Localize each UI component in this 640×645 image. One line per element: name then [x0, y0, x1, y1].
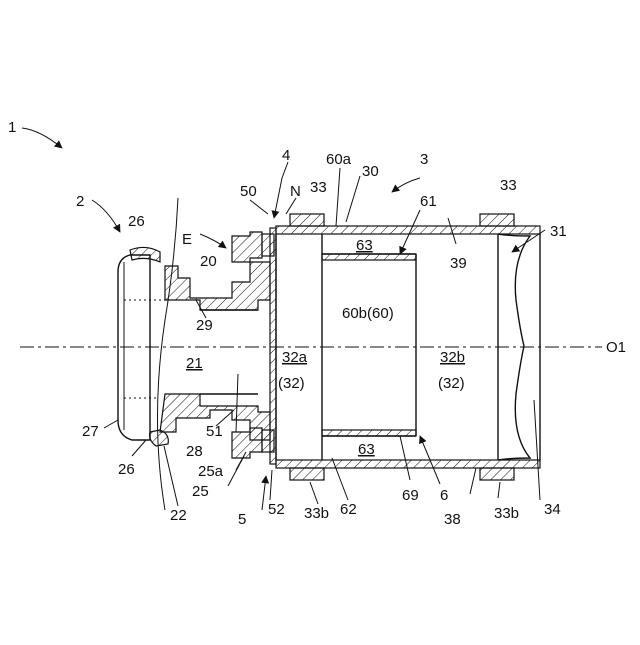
label-39: 39: [450, 255, 467, 272]
label-5: 5: [238, 511, 246, 528]
label-69: 69: [402, 487, 419, 504]
clamp-bottom: [232, 428, 262, 458]
label-25a: 25a: [198, 463, 224, 480]
label-26-top: 26: [128, 213, 145, 230]
label-N: N: [290, 183, 301, 200]
label-32a: 32a: [282, 349, 308, 366]
mounting-plate: [270, 228, 276, 464]
label-32a-parent: (32): [278, 375, 305, 392]
clamp-top: [232, 232, 262, 262]
label-30: 30: [362, 163, 379, 180]
inner-plate-bottom: [322, 430, 416, 436]
label-33b-right: 33b: [494, 505, 519, 522]
label-2: 2: [76, 193, 84, 210]
label-38: 38: [444, 511, 461, 528]
plate-wall: [270, 228, 276, 464]
label-28: 28: [186, 443, 203, 460]
label-60a: 60a: [326, 151, 352, 168]
label-61: 61: [420, 193, 437, 210]
label-31: 31: [550, 223, 567, 240]
label-6: 6: [440, 487, 448, 504]
socket-upper: [165, 262, 270, 310]
pad-33b-left: [290, 468, 324, 480]
label-O1: O1: [606, 339, 626, 356]
label-26-bottom: 26: [118, 461, 135, 478]
label-4: 4: [282, 147, 290, 164]
label-20: 20: [200, 253, 217, 270]
label-62: 62: [340, 501, 357, 518]
label-63-bottom: 63: [358, 441, 375, 458]
label-33b-left: 33b: [304, 505, 329, 522]
leader-lines: [22, 128, 545, 510]
seal-ring-top: [130, 247, 160, 262]
housing-bottom-wall: [276, 460, 540, 468]
inner-plate-top: [322, 254, 416, 260]
label-1: 1: [8, 119, 16, 136]
label-60b: 60b(60): [342, 305, 394, 322]
label-32b-parent: (32): [438, 375, 465, 392]
label-33-right: 33: [500, 177, 517, 194]
label-33-left: 33: [310, 179, 327, 196]
label-63-top: 63: [356, 237, 373, 254]
label-29: 29: [196, 317, 213, 334]
pad-33-right: [480, 214, 514, 226]
label-32b: 32b: [440, 349, 465, 366]
label-3: 3: [420, 151, 428, 168]
pad-33-left: [290, 214, 324, 226]
label-22: 22: [170, 507, 187, 524]
label-51: 51: [206, 423, 223, 440]
label-27: 27: [82, 423, 99, 440]
label-52: 52: [268, 501, 285, 518]
label-21: 21: [186, 355, 203, 372]
housing-top-wall: [276, 226, 540, 234]
label-50: 50: [240, 183, 257, 200]
pad-33b-right: [480, 468, 514, 480]
label-34: 34: [544, 501, 561, 518]
socket-body: [160, 262, 270, 440]
label-E: E: [182, 231, 192, 248]
label-25: 25: [192, 483, 209, 500]
